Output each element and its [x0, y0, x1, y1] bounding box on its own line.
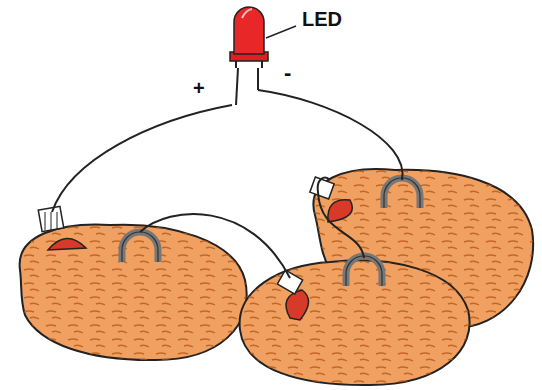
polarity-label: +	[193, 78, 205, 98]
leader-line	[266, 26, 296, 38]
led-symbol	[230, 7, 268, 105]
part-label: LED	[302, 9, 342, 29]
potato	[240, 260, 470, 385]
potato	[20, 225, 247, 360]
zinc-electrode	[122, 178, 420, 286]
wire	[52, 90, 403, 278]
copper-electrode	[38, 177, 352, 320]
polarity-label: -	[284, 62, 291, 84]
